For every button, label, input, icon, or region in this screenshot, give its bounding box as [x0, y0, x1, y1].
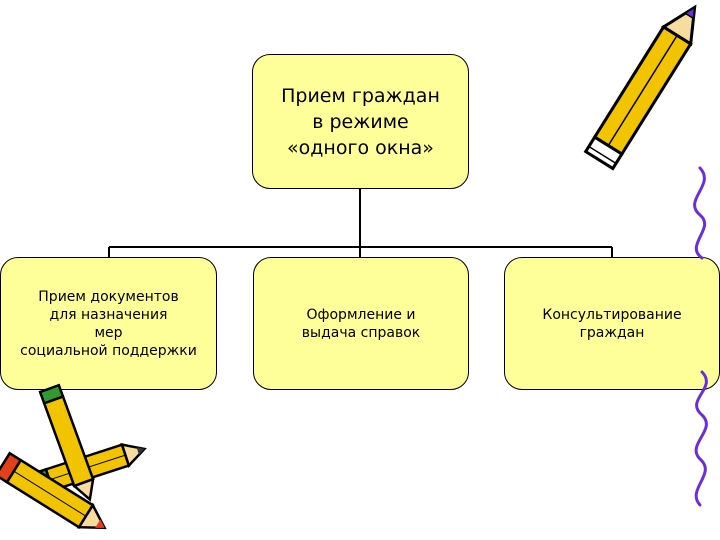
top-node-box: Прием граждан в режиме «одного окна»	[252, 54, 469, 189]
node-label-consulting: Консультирование граждан	[542, 306, 682, 341]
node-label-certificates: Оформление и выдача справок	[301, 306, 421, 341]
top-node-label: Прием граждан в режиме «одного окна»	[281, 84, 440, 159]
node-box-consulting: Консультирование граждан	[504, 257, 720, 390]
node-box-certificates: Оформление и выдача справок	[253, 257, 469, 390]
node-label-documents: Прием документов для назначения мер соци…	[20, 288, 197, 359]
node-box-documents: Прием документов для назначения мер соци…	[0, 257, 217, 390]
